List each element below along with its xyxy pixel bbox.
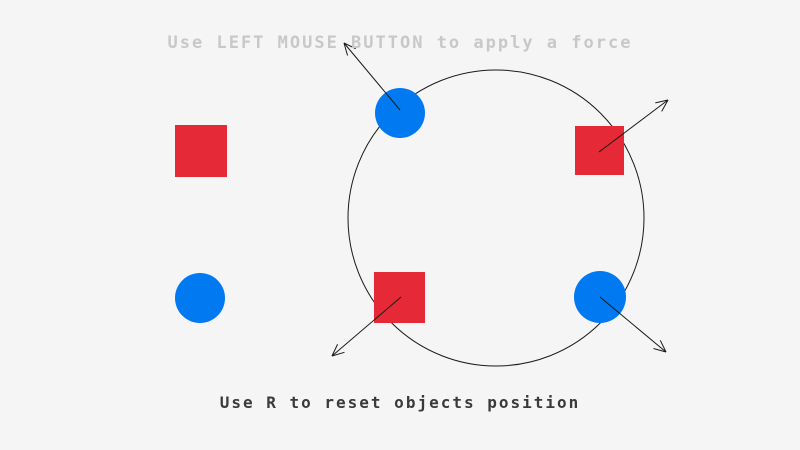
force-arrow-bottom-right-arrowhead-1: [653, 347, 667, 353]
force-arrow-bottom-right-arrowhead-0: [659, 340, 667, 353]
red-square-right[interactable]: [575, 126, 624, 175]
force-arrow-bottom-left-arrowhead-0: [331, 351, 345, 357]
force-arrow-top-right-arrowhead-1: [661, 99, 669, 112]
blue-ball-top[interactable]: [375, 88, 425, 138]
force-arrow-top-right: [598, 99, 669, 153]
blue-ball-left[interactable]: [175, 273, 225, 323]
instruction-apply-force: Use LEFT MOUSE BUTTON to apply a force: [167, 33, 633, 53]
force-arrow-bottom-left: [331, 296, 402, 357]
force-arrow-bottom-left-arrowhead-1: [331, 344, 339, 357]
force-arrow-top-left: [343, 42, 401, 111]
red-square-left[interactable]: [175, 125, 227, 177]
force-arrow-top-right-arrowhead-0: [655, 99, 669, 104]
force-arrow-bottom-right: [599, 296, 667, 353]
force-arrow-top-left-arrowhead-0: [343, 42, 349, 56]
boundary-circle: [347, 69, 645, 367]
red-square-center[interactable]: [374, 272, 425, 323]
force-arrow-top-left-arrowhead-1: [343, 42, 356, 50]
instruction-reset: Use R to reset objects position: [219, 393, 581, 412]
